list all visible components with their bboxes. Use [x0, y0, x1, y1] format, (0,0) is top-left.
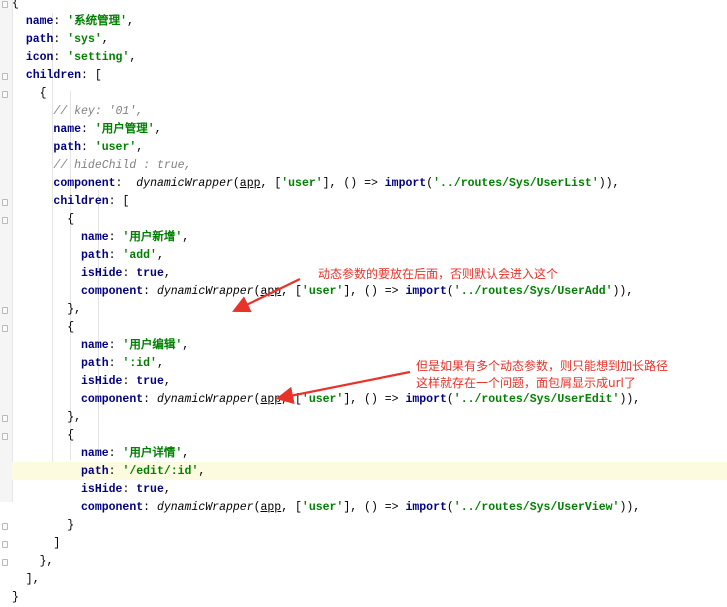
indent-guide [52, 13, 53, 480]
code-line: path: 'user', [53, 141, 144, 154]
fold-marker-icon[interactable] [2, 415, 8, 422]
code-line: }, [12, 411, 82, 424]
fold-marker-icon[interactable] [2, 559, 8, 566]
indent-guide [70, 91, 71, 460]
code-line: } [12, 591, 19, 604]
code-line: component: dynamicWrapper(app, ['user'],… [53, 177, 620, 190]
code-line: name: '用户详情', [81, 447, 190, 460]
code-line: path: 'sys', [25, 33, 109, 46]
code-line: icon: 'setting', [25, 51, 137, 64]
code-line: isHide: true, [81, 483, 171, 496]
fold-marker-icon[interactable] [2, 1, 8, 8]
fold-marker-icon[interactable] [2, 523, 8, 530]
code-line: name: '系统管理', [25, 15, 134, 28]
code-line: // hideChild : true, [53, 159, 192, 172]
code-line: { [12, 0, 19, 10]
code-line: name: '用户编辑', [81, 339, 190, 352]
code-line: path: 'add', [81, 249, 164, 262]
code-line: children: [ [25, 69, 102, 82]
code-line: children: [ [53, 195, 130, 208]
current-line-highlight [12, 462, 727, 480]
code-line: ], [12, 573, 40, 586]
code-line: }, [12, 555, 54, 568]
arrow-to-edit-path [232, 278, 301, 313]
fold-marker-icon[interactable] [2, 217, 8, 224]
editor-gutter [0, 0, 13, 502]
code-line: isHide: true, [81, 267, 171, 280]
fold-marker-icon[interactable] [2, 433, 8, 440]
annotation-multiple-params-line2: 这样就存在一个问题，面包屑显示成url了 [416, 376, 636, 390]
code-line: component: dynamicWrapper(app, ['user'],… [81, 285, 634, 298]
fold-marker-icon[interactable] [2, 541, 8, 548]
code-line: ] [12, 537, 61, 550]
arrow-to-view-path [275, 370, 411, 405]
annotation-arrows [232, 278, 411, 405]
code-line: path: '/edit/:id', [81, 465, 206, 478]
code-line: name: '用户新增', [81, 231, 190, 244]
code-line: { [12, 213, 75, 226]
code-line: name: '用户管理', [53, 123, 162, 136]
code-line: { [12, 87, 47, 100]
code-line: } [12, 519, 75, 532]
fold-marker-icon[interactable] [2, 91, 8, 98]
fold-marker-icon[interactable] [2, 307, 8, 314]
annotation-multiple-params-line1: 但是如果有多个动态参数，则只能想到加长路径 [416, 359, 669, 373]
annotation-dynamic-param-order: 动态参数的要放在后面，否则默认会进入这个 [318, 267, 559, 281]
fold-marker-icon[interactable] [2, 325, 8, 332]
code-line: // key: '01', [53, 105, 144, 118]
indent-guide [98, 190, 99, 450]
code-line: { [12, 429, 75, 442]
code-line: }, [12, 303, 82, 316]
code-line: { [12, 321, 75, 334]
fold-marker-icon[interactable] [2, 199, 8, 206]
code-line: path: ':id', [81, 357, 164, 370]
fold-marker-icon[interactable] [2, 73, 8, 80]
code-line: isHide: true, [81, 375, 171, 388]
